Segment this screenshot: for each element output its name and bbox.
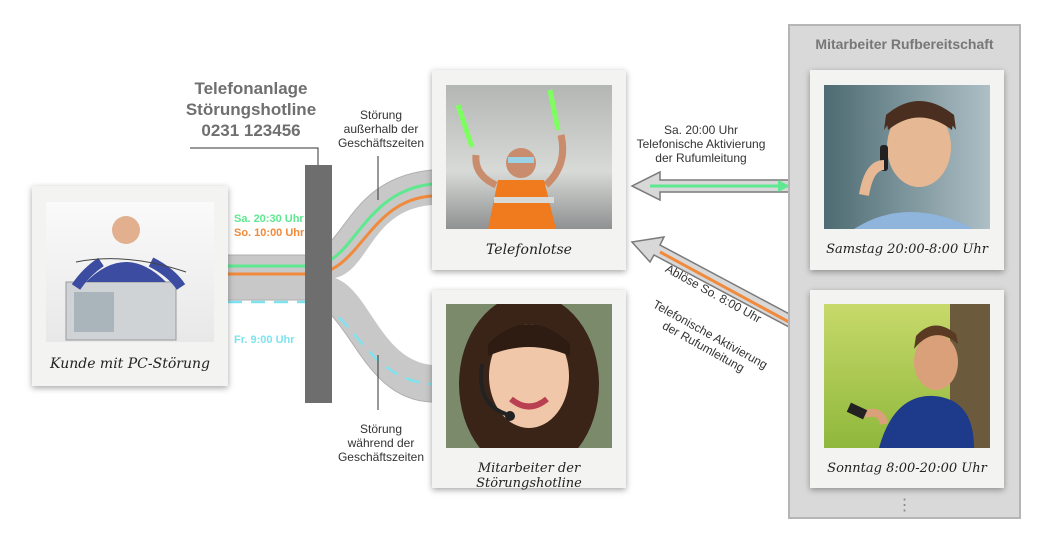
arrow-top-line-2: Telefonische Aktivierung	[636, 137, 766, 151]
polaroid-mitarbeiter: Mitarbeiter der Störungshotline	[432, 290, 626, 491]
label-arrow-top: Sa. 20:00 Uhr Telefonische Aktivierung d…	[626, 123, 776, 165]
phone-number: 0231 123456	[201, 121, 301, 140]
polaroid-kunde: Kunde mit PC-Störung	[32, 186, 228, 386]
arrow-top-line-3: der Rufumleitung	[655, 151, 747, 165]
outside-line-2: außerhalb der	[343, 122, 419, 136]
caption-samstag: Samstag 20:00-8:00 Uhr	[826, 242, 988, 257]
outside-line-3: Geschäftszeiten	[337, 136, 425, 150]
label-fr: Fr. 9:00 Uhr	[234, 334, 295, 346]
label-sa: Sa. 20:30 Uhr	[234, 213, 304, 225]
caption-kunde: Kunde mit PC-Störung	[50, 356, 210, 372]
photo-kunde	[46, 202, 214, 342]
road-lower-branch	[305, 278, 432, 402]
photo-mitarbeiter	[446, 304, 612, 448]
photo-samstag	[824, 85, 990, 229]
label-so: So. 10:00 Uhr	[234, 227, 305, 239]
outside-line-1: Störung	[359, 108, 403, 122]
road-upper-branch	[305, 170, 432, 278]
arrow-top-double	[630, 170, 791, 202]
photo-lotse	[446, 85, 612, 229]
title-connector	[190, 147, 319, 175]
polaroid-lotse: Telefonlotse	[432, 70, 626, 270]
photo-sonntag	[824, 304, 990, 448]
during-line-1: Störung	[359, 422, 403, 436]
label-outside-hours: Störung außerhalb der Geschäftszeiten	[336, 108, 426, 150]
caption-sonntag: Sonntag 8:00-20:00 Uhr	[827, 461, 987, 476]
telefonanlage-title: Telefonanlage Störungshotline 0231 12345…	[176, 78, 326, 141]
label-during-hours: Störung während der Geschäftszeiten	[336, 422, 426, 464]
during-line-2: während der	[347, 436, 415, 450]
polaroid-samstag: Samstag 20:00-8:00 Uhr	[810, 70, 1004, 270]
during-line-3: Geschäftszeiten	[337, 450, 425, 464]
lane-cyan	[228, 300, 433, 386]
switchboard-pole	[305, 165, 332, 403]
road-trunk	[228, 255, 305, 300]
arrow-top-line-1: Sa. 20:00 Uhr	[663, 123, 739, 137]
title-line-1: Telefonanlage	[194, 79, 308, 98]
more-icon: ⋮	[896, 497, 913, 514]
polaroid-sonntag: Sonntag 8:00-20:00 Uhr	[810, 290, 1004, 488]
title-line-2: Störungshotline	[185, 100, 317, 119]
caption-mitarbeiter: Mitarbeiter der Störungshotline	[476, 461, 582, 491]
rufbereitschaft-title: Mitarbeiter Rufbereitschaft	[815, 36, 994, 52]
caption-lotse: Telefonlotse	[486, 242, 572, 258]
